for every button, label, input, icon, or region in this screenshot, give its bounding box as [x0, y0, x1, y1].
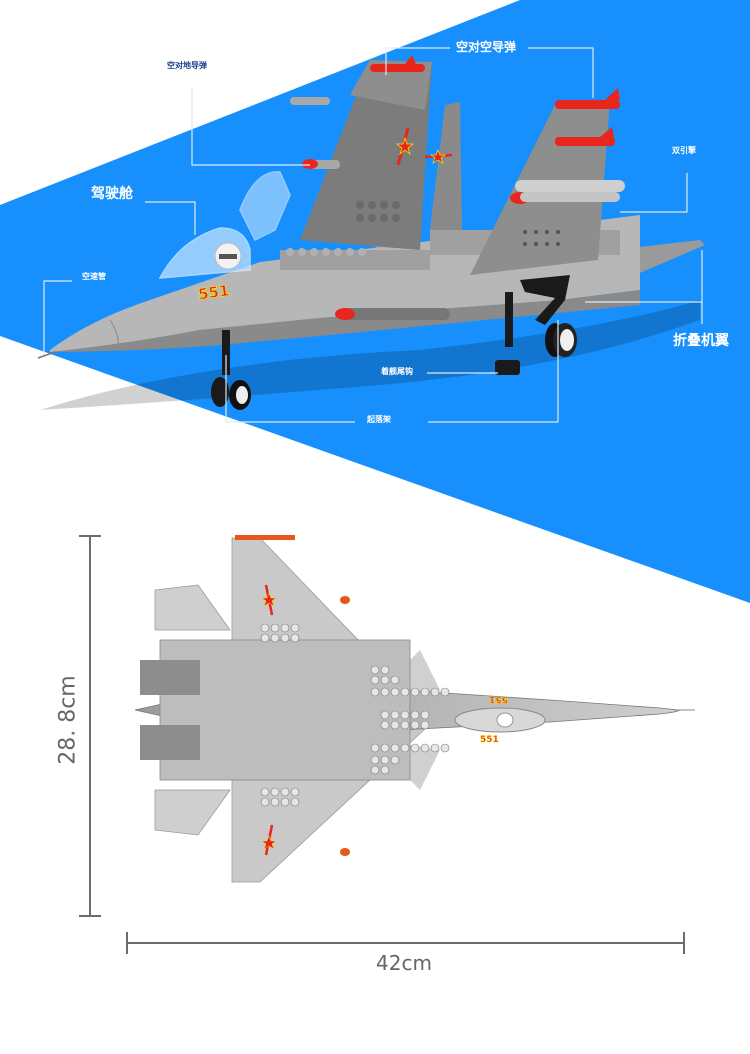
callout-pitot-tube: 空速管	[82, 272, 106, 281]
dimension-rulers	[79, 535, 685, 954]
top-view-fighter-jet: 551 551	[134, 535, 695, 883]
side-view-fighter-jet: 551	[37, 55, 705, 410]
air-to-ground-missile-icon	[290, 97, 625, 320]
callout-twin-engines: 双引擎	[672, 146, 696, 155]
callout-cockpit: 驾驶舱	[91, 186, 133, 202]
callout-tail-hook: 着舰尾钩	[381, 367, 413, 376]
callout-lines	[43, 47, 703, 423]
callout-air-to-ground-missile: 空对地导弹	[167, 61, 207, 70]
top-tail-number-left: 551	[489, 694, 508, 704]
air-to-air-missile-icon	[370, 55, 620, 146]
height-dimension-label: 28. 8cm	[55, 675, 81, 765]
tail-number: 551	[197, 281, 231, 303]
callout-landing-gear: 起落架	[367, 415, 391, 424]
callout-air-to-air-missile: 空对空导弹	[456, 40, 517, 54]
star-insignia-icon	[395, 127, 415, 166]
callout-folding-wings: 折叠机翼	[673, 333, 729, 349]
length-dimension-label: 42cm	[376, 951, 432, 975]
top-tail-number-right: 551	[480, 735, 499, 745]
